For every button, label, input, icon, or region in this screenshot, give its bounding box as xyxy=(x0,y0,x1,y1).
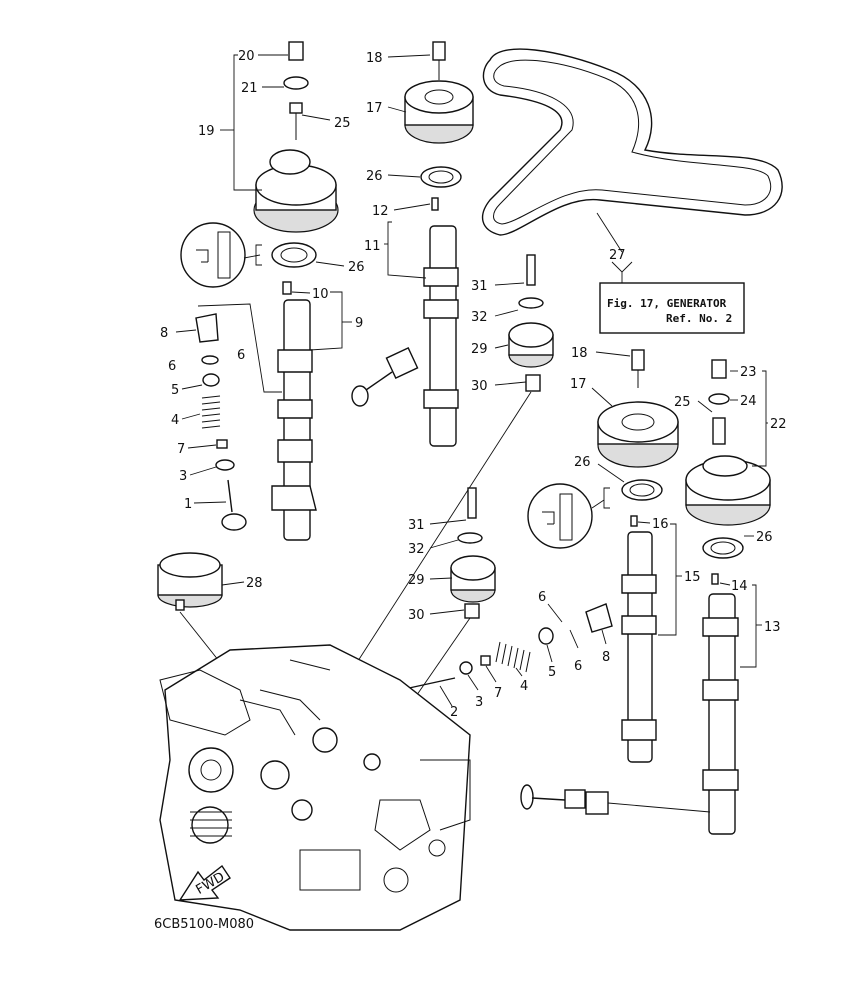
magnifier-left xyxy=(180,222,262,288)
valve-assembly-right[interactable] xyxy=(520,784,711,815)
valve-train-left[interactable] xyxy=(195,313,247,531)
callout-21: 21 xyxy=(241,81,258,96)
callout-29-upper: 29 xyxy=(471,342,488,357)
reference-box-title: Fig. 17, GENERATOR xyxy=(607,297,727,310)
callout-30-lower: 30 xyxy=(408,608,425,623)
callout-18-center: 18 xyxy=(366,51,383,66)
valve-assembly-center[interactable] xyxy=(351,347,419,407)
callout-28: 28 xyxy=(246,576,263,591)
callout-9: 9 xyxy=(355,316,363,331)
callout-17-right: 17 xyxy=(570,377,587,392)
callout-22: 22 xyxy=(770,417,787,432)
callout-20: 20 xyxy=(238,49,255,64)
tensioner-lower[interactable] xyxy=(371,487,496,761)
callout-5-center: 5 xyxy=(548,665,556,680)
callout-25-left: 25 xyxy=(334,116,351,131)
callout-6-center-a: 6 xyxy=(538,590,546,605)
vvt-pulley-left[interactable] xyxy=(253,41,339,233)
callout-11: 11 xyxy=(364,239,381,254)
callout-31-upper: 31 xyxy=(471,279,488,294)
exhaust-camshaft-left[interactable] xyxy=(271,281,317,541)
callout-1: 1 xyxy=(184,497,192,512)
callout-7-center: 7 xyxy=(494,686,502,701)
oil-seal-center[interactable] xyxy=(420,166,462,188)
callout-4-center: 4 xyxy=(520,679,528,694)
intake-camshaft-right[interactable] xyxy=(621,515,657,763)
callout-24: 24 xyxy=(740,394,757,409)
callout-13: 13 xyxy=(764,620,781,635)
callout-26-center: 26 xyxy=(366,169,383,184)
callout-31-lower: 31 xyxy=(408,518,425,533)
callout-5-left: 5 xyxy=(171,383,179,398)
callout-27-label: 27 xyxy=(609,248,626,263)
callout-25-right: 25 xyxy=(674,395,691,410)
callout-14: 14 xyxy=(731,579,748,594)
callout-27: 27 xyxy=(596,212,633,283)
callout-23: 23 xyxy=(740,365,757,380)
callout-3-left: 3 xyxy=(179,469,187,484)
callout-18-right: 18 xyxy=(571,346,588,361)
cylinder-head-assembly[interactable] xyxy=(159,644,471,931)
reference-box-ref: Ref. No. 2 xyxy=(666,312,732,325)
callout-17-center: 17 xyxy=(366,101,383,116)
intake-camshaft-center[interactable] xyxy=(423,197,459,447)
callout-6-center-b: 6 xyxy=(574,659,582,674)
callout-10: 10 xyxy=(312,287,329,302)
callout-2: 2 xyxy=(450,705,458,720)
reference-box[interactable]: Fig. 17, GENERATOR Ref. No. 2 xyxy=(599,282,745,334)
diagram-code: 6CB5100-M080 xyxy=(154,917,254,932)
callout-26-right-b: 26 xyxy=(756,530,773,545)
callout-8-left: 8 xyxy=(160,326,168,341)
fwd-arrow: FWD xyxy=(178,864,231,901)
callout-16: 16 xyxy=(652,517,669,532)
callout-3-center: 3 xyxy=(475,695,483,710)
callout-7-left: 7 xyxy=(177,442,185,457)
magnifier-right xyxy=(527,483,610,549)
oil-seal-right-lower[interactable] xyxy=(702,537,744,559)
auto-tensioner-28[interactable] xyxy=(157,552,251,701)
vvt-pulley-right[interactable] xyxy=(685,359,771,526)
callout-12: 12 xyxy=(372,204,389,219)
callout-30-upper: 30 xyxy=(471,379,488,394)
callout-19: 19 xyxy=(198,124,215,139)
timing-belt[interactable] xyxy=(481,48,783,236)
oil-seal-left[interactable] xyxy=(271,242,317,268)
oil-seal-right-upper[interactable] xyxy=(621,479,663,501)
callout-26-left: 26 xyxy=(348,260,365,275)
callout-32-upper: 32 xyxy=(471,310,488,325)
callout-15: 15 xyxy=(684,570,701,585)
callout-26-right-a: 26 xyxy=(574,455,591,470)
exhaust-camshaft-right[interactable] xyxy=(702,573,739,835)
tensioner-upper[interactable] xyxy=(319,254,554,721)
callout-4-left: 4 xyxy=(171,413,179,428)
callout-8-center: 8 xyxy=(602,650,610,665)
callout-6-left-b: 6 xyxy=(237,348,245,363)
callout-29-lower: 29 xyxy=(408,573,425,588)
callout-6-left-a: 6 xyxy=(168,359,176,374)
camshaft-pulley-top[interactable] xyxy=(404,41,474,144)
camshaft-pulley-right[interactable] xyxy=(597,349,679,468)
callout-32-lower: 32 xyxy=(408,542,425,557)
